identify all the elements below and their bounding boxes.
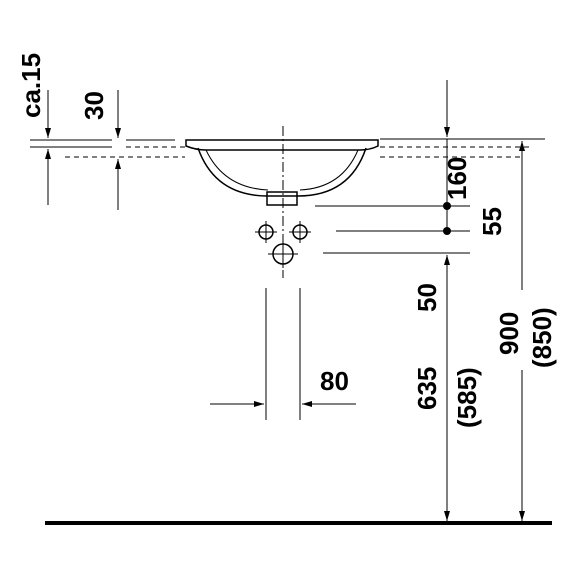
dim-rim-height-alt: (850) (527, 307, 557, 368)
dim-rim-thickness: ca.15 (16, 53, 46, 118)
dim-waste-height: 635 (412, 367, 442, 410)
dim-waste-offset: 50 (412, 283, 442, 312)
dim-waste-height-alt: (585) (452, 367, 482, 428)
dim-rim-offset: 30 (79, 91, 109, 120)
dim-drain-to-waste: 55 (477, 207, 507, 236)
dim-basin-depth: 160 (442, 157, 472, 200)
dim-pipe-spacing: 80 (320, 366, 349, 396)
dim-rim-height: 900 (494, 312, 524, 355)
supply-fittings (255, 221, 311, 268)
basin (185, 126, 379, 278)
